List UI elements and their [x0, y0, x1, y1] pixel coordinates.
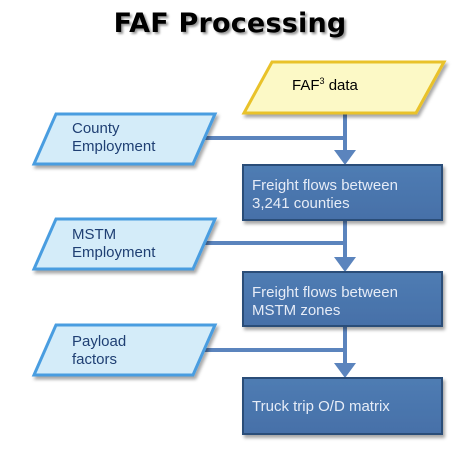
step-shape-county-flows	[242, 164, 443, 221]
step-label-truck-matrix: Truck trip O/D matrix	[252, 398, 390, 415]
diagram-title: FAF Processing	[113, 8, 347, 39]
arrowhead-step2	[334, 257, 356, 272]
step-label-mstm-flows: Freight flows between MSTM zones	[252, 284, 398, 319]
faf-data-shape	[241, 60, 447, 115]
faf-data-superscript: 3	[319, 76, 325, 86]
arrowhead-step3	[334, 363, 356, 378]
input-label-mstm-employment: MSTM Employment	[72, 226, 156, 261]
step-shape-mstm-flows	[242, 271, 443, 327]
input-shape-county-employment	[31, 112, 218, 166]
faf-data-suffix: data	[324, 77, 358, 94]
input-shape-payload-factors	[31, 323, 218, 377]
input-label-county-employment: County Employment	[72, 120, 156, 155]
step-shape-truck-matrix	[242, 377, 443, 435]
input-shape-mstm-employment	[31, 217, 218, 271]
step-label-county-flows: Freight flows between 3,241 counties	[252, 177, 398, 212]
arrowhead-step1	[334, 150, 356, 165]
faf-data-prefix: FAF	[292, 77, 320, 94]
arrows	[190, 113, 356, 378]
faf-data-label: FAF3 data	[292, 77, 358, 95]
input-label-payload-factors: Payload factors	[72, 333, 127, 368]
